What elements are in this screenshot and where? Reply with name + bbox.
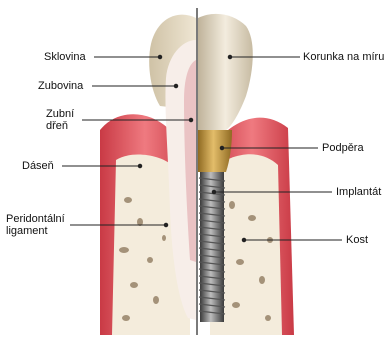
label-enamel: Sklovina bbox=[44, 51, 86, 63]
label-bone: Kost bbox=[346, 234, 368, 246]
abutment-shape bbox=[198, 130, 232, 172]
label-gum: Dáseň bbox=[22, 160, 54, 172]
label-dentin: Zubovina bbox=[38, 80, 83, 92]
label-implant: Implantát bbox=[336, 186, 381, 198]
crown-shape bbox=[198, 14, 253, 130]
label-ligament: Peridontální ligament bbox=[6, 213, 65, 237]
label-pulp: Zubní dřeň bbox=[46, 108, 74, 132]
label-crown: Korunka na míru bbox=[303, 51, 384, 63]
label-abutment: Podpěra bbox=[322, 142, 364, 154]
